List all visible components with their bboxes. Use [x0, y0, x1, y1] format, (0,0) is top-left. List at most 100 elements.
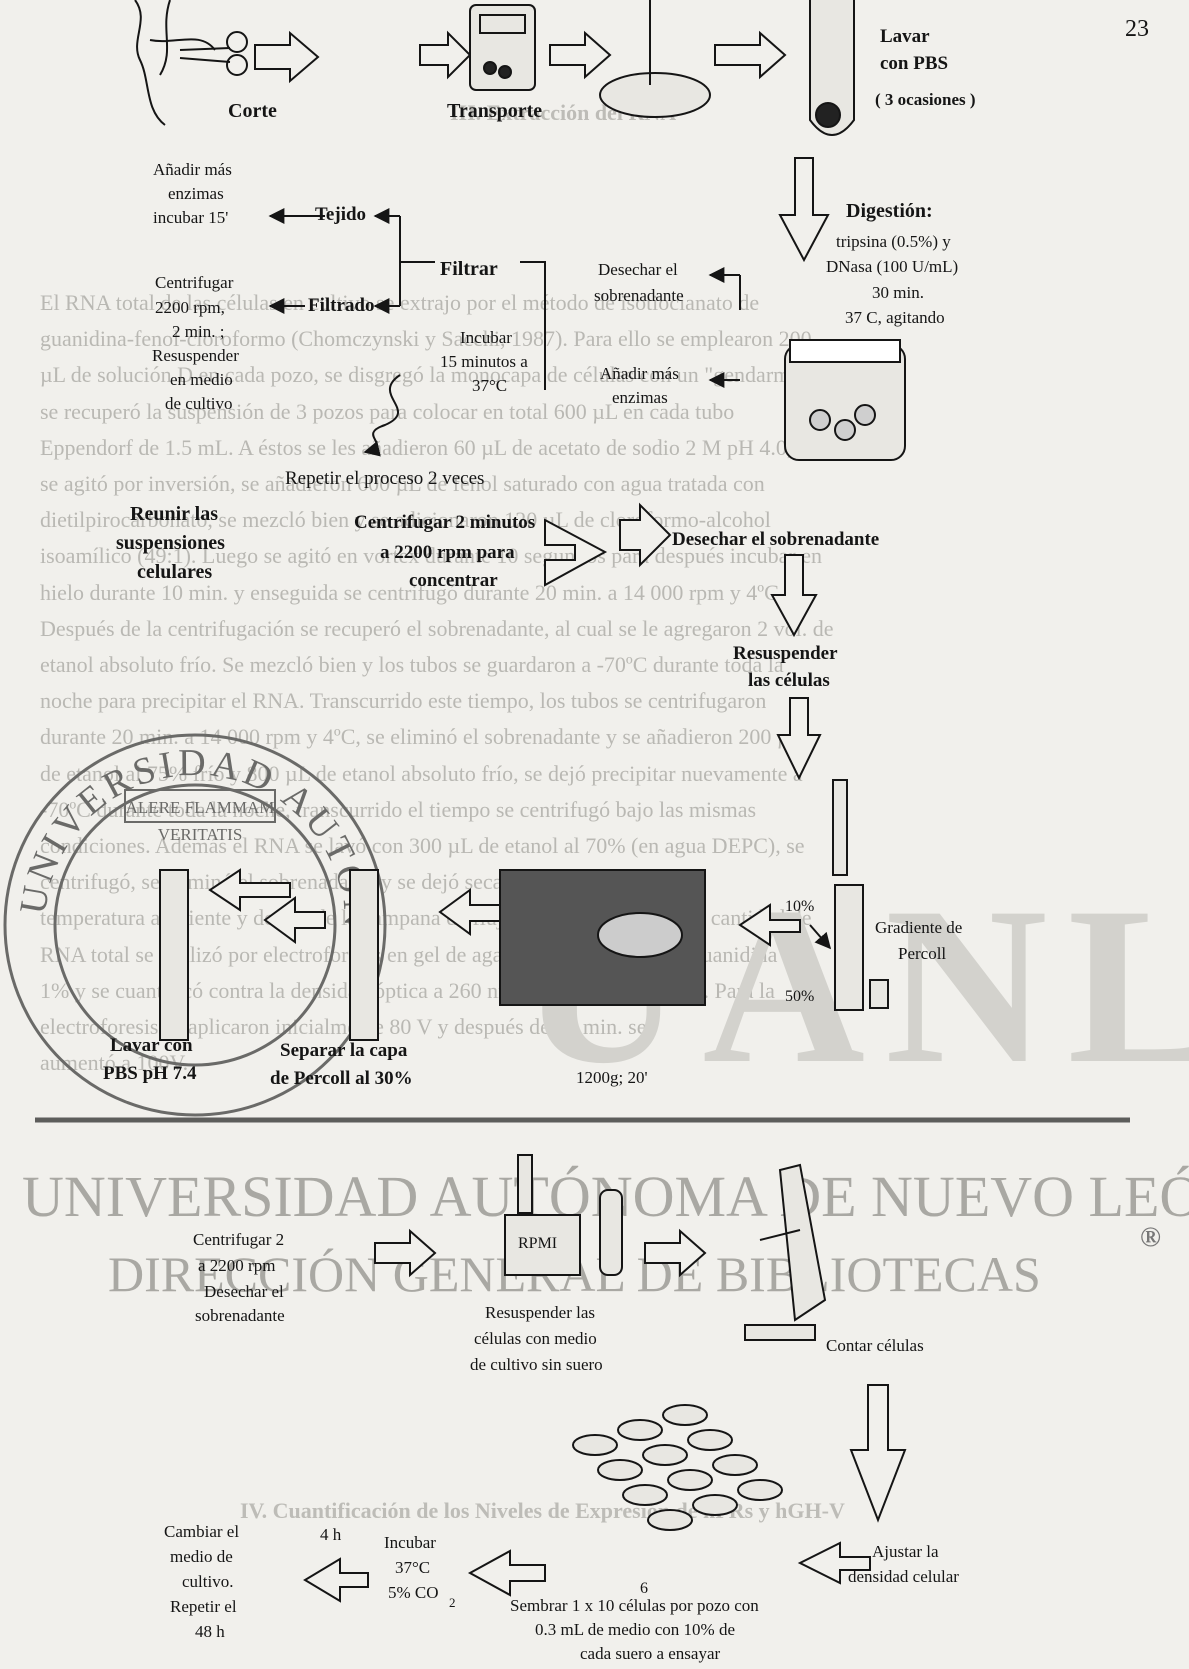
- label-resusp-medio-3: de cultivo sin suero: [470, 1355, 603, 1374]
- label-centrif3-1: Centrifugar 2: [193, 1230, 285, 1249]
- label-pct50: 50%: [785, 988, 815, 1005]
- label-incubar-3: 37°C: [472, 376, 508, 395]
- label-gradiente-2: Percoll: [898, 944, 947, 963]
- label-tejido: Tejido: [315, 204, 367, 225]
- label-cambiar-3: cultivo.: [182, 1572, 234, 1591]
- petri-dish-icon: [599, 72, 711, 118]
- label-digestion-4: 37 C, agitando: [845, 308, 945, 327]
- label-centrif2-2: a 2200 rpm para: [380, 542, 515, 563]
- label-lavar-1: Lavar: [880, 26, 930, 47]
- arrow-right-1: [254, 30, 320, 84]
- label-centrif2-1: Centrifugar 2 minutos: [354, 512, 536, 533]
- label-desechar-1: Desechar el: [598, 260, 678, 279]
- culture-plate-icon: [572, 1404, 783, 1531]
- seal-motto-2: VERITATIS: [158, 825, 243, 844]
- label-pct10: 10%: [785, 898, 815, 915]
- label-digestion: Digestión:: [846, 200, 933, 222]
- arrow-right-4: [714, 30, 787, 80]
- label-digestion-1: tripsina (0.5%) y: [836, 232, 951, 251]
- label-filtrado: Filtrado: [308, 295, 375, 316]
- background-line: -70ºC durante toda la noche, transcurrid…: [40, 796, 757, 822]
- label-sembrar-1: Sembrar 1 x 10 células por pozo con: [510, 1596, 759, 1615]
- page-number: 23: [1125, 16, 1149, 42]
- scissors-icon: [226, 31, 248, 53]
- label-resuspender-2: las células: [748, 670, 830, 691]
- background-line: guanidina-fenol-cloroformo (Chomczynski …: [40, 326, 812, 352]
- label-desechar-big: Desechar el sobrenadante: [672, 529, 880, 550]
- label-centrifugar-3: 2 min. ;: [172, 322, 225, 341]
- background-line: Eppendorf de 1.5 mL. A éstos se les añad…: [40, 434, 793, 460]
- label-reunir-2: suspensiones: [116, 532, 225, 554]
- seal-motto-1: ALERE FLAMMAM: [126, 798, 275, 817]
- arrow-left-7: [303, 1557, 369, 1603]
- label-cambiar-5: 48 h: [195, 1622, 225, 1641]
- label-incubar-1: Incubar: [460, 328, 512, 347]
- background-line: isoamílico (49:1). Luego se agitó en vor…: [40, 543, 822, 569]
- label-incubar2-3: 5% CO: [388, 1583, 439, 1602]
- label-separar-2: de Percoll al 30%: [270, 1068, 413, 1089]
- label-centrifuge: 1200g; 20': [576, 1068, 648, 1087]
- label-centrif2-3: concentrar: [409, 570, 498, 591]
- background-line: condiciones. Además el RNA se lavó con 3…: [40, 833, 805, 859]
- label-incubar-2: 15 minutos a: [440, 352, 528, 371]
- label-incubar2-sub: 2: [449, 1595, 456, 1610]
- arrow-left-2: [438, 888, 506, 936]
- arrow-left-3: [263, 896, 326, 944]
- label-desechar-2: sobrenadante: [594, 286, 684, 305]
- tube-left-icon: [159, 869, 189, 1041]
- label-sembrar-2: 0.3 mL de medio con 10% de: [535, 1620, 736, 1639]
- arrow-down-2: [770, 554, 818, 638]
- background-line: Después de la centrifugación se recuperó…: [40, 615, 834, 641]
- label-centrifugar-6: de cultivo: [165, 394, 233, 413]
- arrow-right-3: [549, 30, 612, 80]
- label-incubar2-2: 37°C: [395, 1558, 431, 1577]
- label-centrifugar-5: en medio: [170, 370, 233, 389]
- small-tube-icon: [599, 1189, 623, 1276]
- arrow-down-4: [849, 1384, 907, 1523]
- arrow-left-4: [208, 868, 291, 912]
- background-line: µL de solución D en cada pozo, se disgre…: [40, 362, 826, 388]
- tissue-icon: [134, 0, 216, 126]
- arrow-down-1: [778, 157, 830, 263]
- background-line: se recuperó la suspensión de 3 pozos par…: [40, 398, 735, 424]
- label-cambiar-2: medio de: [170, 1547, 233, 1566]
- label-ajustar-2: densidad celular: [848, 1567, 959, 1586]
- background-line: electroforesis se aplicaron inicialmente…: [40, 1014, 647, 1040]
- arrow-left-1: [738, 903, 801, 947]
- background-heading-bottom: IV. Cuantificación de los Niveles de Exp…: [240, 1498, 845, 1523]
- label-anadir-1: Añadir más: [153, 160, 232, 179]
- background-line: etanol absoluto frío. Se mezcló bien y l…: [40, 652, 784, 678]
- label-rpmi: RPMI: [518, 1235, 558, 1252]
- label-ajustar-1: Ajustar la: [872, 1542, 939, 1561]
- background-line: de etanol al 75% frío y 800 µL de etanol…: [40, 760, 803, 786]
- label-transporte: Transporte: [447, 100, 543, 122]
- label-centrifugar-2: 2200 rpm,: [155, 298, 225, 317]
- label-corte: Corte: [228, 100, 277, 122]
- label-sembrar-exponent: 6: [640, 1580, 648, 1597]
- label-resuspender-1: Resuspender: [733, 643, 838, 664]
- label-anadir-2: enzimas: [168, 184, 224, 203]
- label-anadir-3: incubar 15': [153, 208, 229, 227]
- arrow-left-5: [797, 1541, 871, 1585]
- label-lavar-3: ( 3 ocasiones ): [875, 90, 976, 109]
- label-filtrar: Filtrar: [440, 258, 498, 280]
- label-centrif3-2: a 2200 rpm: [198, 1256, 276, 1275]
- label-separar-1: Separar la capa: [280, 1040, 408, 1061]
- label-anadir-enz-2: enzimas: [612, 388, 668, 407]
- arrow-down-3: [776, 697, 822, 781]
- label-lavar74-2: PBS pH 7.4: [103, 1063, 197, 1084]
- label-sembrar-3: cada suero a ensayar: [580, 1644, 721, 1663]
- tube-right-icon: [349, 869, 379, 1041]
- label-digestion-2: DNasa (100 U/mL): [826, 257, 959, 276]
- watermark-registered: ®: [1140, 1222, 1161, 1253]
- arrow-right-6: [619, 502, 672, 568]
- background-line: se agitó por inversión, se añadieron 600…: [40, 471, 765, 497]
- label-reunir-3: celulares: [137, 561, 213, 583]
- arrow-right-8: [644, 1228, 707, 1278]
- label-reunir-1: Reunir las: [130, 503, 218, 525]
- label-cambiar-4: Repetir el: [170, 1597, 237, 1616]
- label-centrif3-4: sobrenadante: [195, 1306, 285, 1325]
- label-centrifugar-4: Resuspender: [152, 346, 239, 365]
